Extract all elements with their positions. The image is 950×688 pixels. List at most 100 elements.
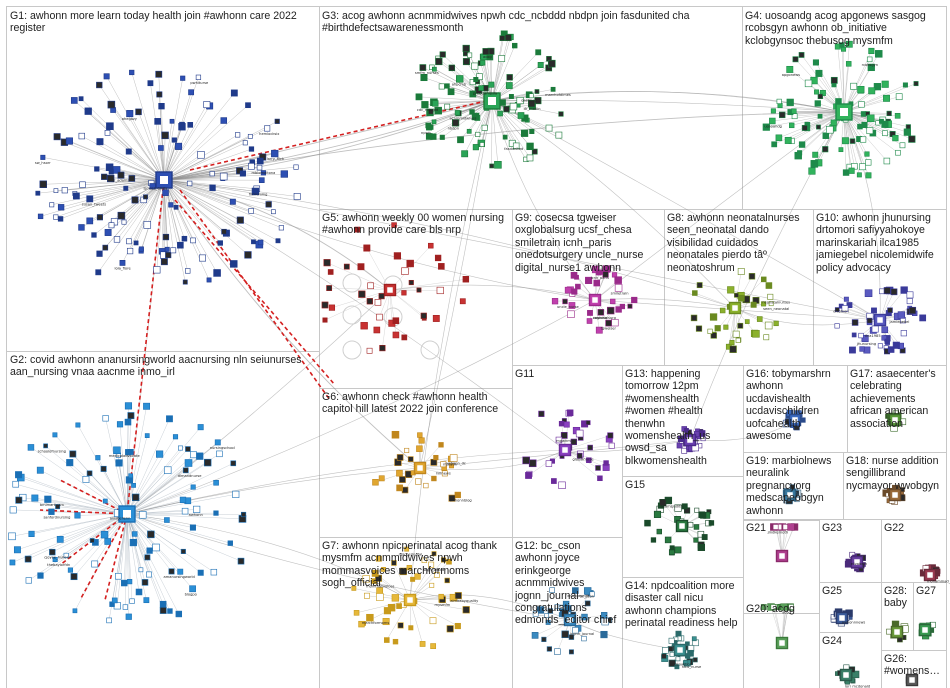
node-g1[interactable] — [57, 216, 64, 222]
node-g3[interactable] — [499, 99, 506, 106]
node-g8[interactable] — [750, 301, 757, 308]
node-g1[interactable] — [84, 107, 92, 115]
node-g10[interactable] — [881, 335, 887, 341]
node-g7[interactable] — [383, 637, 390, 643]
node-g21[interactable] — [772, 524, 779, 530]
node-g1[interactable] — [162, 233, 170, 241]
node-g12[interactable] — [568, 634, 575, 640]
node-g1[interactable] — [70, 97, 78, 104]
node-g2[interactable] — [52, 432, 58, 438]
node-g9[interactable] — [595, 326, 603, 334]
node-g12[interactable] — [600, 630, 608, 639]
node-g9[interactable] — [610, 298, 616, 305]
node-g2[interactable] — [237, 557, 245, 565]
node-g9[interactable] — [586, 318, 593, 324]
node-g8[interactable] — [709, 313, 718, 321]
node-g2[interactable] — [113, 446, 121, 454]
node-g3[interactable] — [469, 90, 477, 98]
node-g4[interactable] — [808, 167, 816, 175]
node-g12[interactable] — [544, 613, 549, 618]
node-g3[interactable] — [526, 154, 534, 162]
node-g2[interactable] — [156, 450, 164, 458]
node-g3[interactable] — [537, 62, 544, 68]
node-g1[interactable] — [203, 101, 211, 109]
node-g12[interactable] — [601, 617, 609, 626]
node-g3[interactable] — [444, 83, 450, 89]
node-g8[interactable] — [719, 307, 726, 314]
node-g4[interactable] — [861, 121, 868, 128]
node-g2[interactable] — [44, 495, 52, 503]
node-g5[interactable] — [378, 293, 385, 300]
node-g3[interactable] — [506, 74, 513, 81]
node-g7[interactable] — [446, 558, 452, 565]
node-g4[interactable] — [776, 98, 782, 104]
node-g2[interactable] — [106, 617, 112, 624]
node-g2[interactable] — [131, 482, 136, 488]
node-g1[interactable] — [101, 173, 108, 180]
node-g5[interactable] — [366, 298, 373, 305]
node-g5[interactable] — [393, 252, 402, 260]
node-g6[interactable] — [404, 447, 410, 453]
node-g3[interactable] — [466, 128, 472, 134]
node-g5[interactable] — [373, 326, 381, 334]
node-g4[interactable] — [859, 163, 866, 171]
node-g4[interactable] — [892, 134, 899, 142]
node-g8[interactable] — [732, 330, 740, 338]
node-g15[interactable] — [700, 512, 707, 519]
node-g7[interactable] — [454, 592, 462, 600]
node-g11[interactable] — [570, 438, 577, 446]
node-g8[interactable] — [748, 273, 756, 280]
node-g3[interactable] — [471, 112, 480, 121]
node-g4[interactable] — [865, 159, 872, 166]
node-g6[interactable] — [431, 475, 437, 482]
node-g2[interactable] — [216, 450, 223, 458]
node-g4[interactable] — [815, 69, 823, 77]
node-g6[interactable] — [454, 491, 461, 499]
node-g11[interactable] — [558, 420, 565, 427]
node-g1[interactable] — [251, 239, 256, 245]
node-g15[interactable] — [674, 546, 682, 554]
node-g8[interactable] — [738, 294, 745, 302]
node-g1[interactable] — [86, 195, 94, 203]
node-g4[interactable] — [882, 130, 888, 137]
node-g4[interactable] — [789, 122, 795, 129]
node-g15[interactable] — [701, 534, 708, 540]
node-g3[interactable] — [497, 110, 503, 117]
node-g1[interactable] — [275, 238, 281, 244]
node-g4[interactable] — [905, 124, 911, 130]
node-g2[interactable] — [127, 579, 133, 585]
node-g5[interactable] — [392, 317, 400, 325]
node-g1[interactable] — [168, 202, 174, 208]
node-g2[interactable] — [15, 496, 23, 504]
node-g10[interactable] — [887, 346, 895, 353]
node-g14[interactable] — [675, 656, 681, 662]
node-g3[interactable] — [555, 131, 563, 139]
node-g2[interactable] — [102, 415, 109, 422]
node-g12[interactable] — [531, 632, 539, 639]
node-g15[interactable] — [687, 522, 694, 528]
node-g2[interactable] — [189, 524, 196, 531]
node-g28[interactable] — [886, 628, 892, 635]
node-g8[interactable] — [737, 322, 744, 329]
node-g5[interactable] — [321, 301, 329, 309]
node-g1[interactable] — [195, 74, 202, 80]
node-g9[interactable] — [574, 274, 579, 280]
node-g20[interactable] — [760, 604, 767, 610]
node-g24[interactable] — [851, 670, 860, 679]
node-g12[interactable] — [532, 610, 539, 617]
node-g6[interactable] — [418, 437, 425, 444]
node-g12[interactable] — [572, 627, 579, 634]
node-g15[interactable] — [656, 528, 663, 535]
node-g1[interactable] — [158, 145, 164, 151]
node-g1[interactable] — [131, 196, 139, 204]
node-g1[interactable] — [213, 269, 221, 277]
node-g10[interactable] — [866, 317, 873, 324]
node-g9[interactable] — [587, 310, 593, 316]
node-g7[interactable] — [431, 551, 437, 557]
node-g10[interactable] — [900, 286, 908, 294]
node-g8[interactable] — [727, 286, 735, 294]
node-g3[interactable] — [457, 136, 464, 144]
node-g10[interactable] — [843, 296, 849, 302]
node-g4[interactable] — [817, 93, 823, 100]
node-g3[interactable] — [503, 105, 510, 113]
